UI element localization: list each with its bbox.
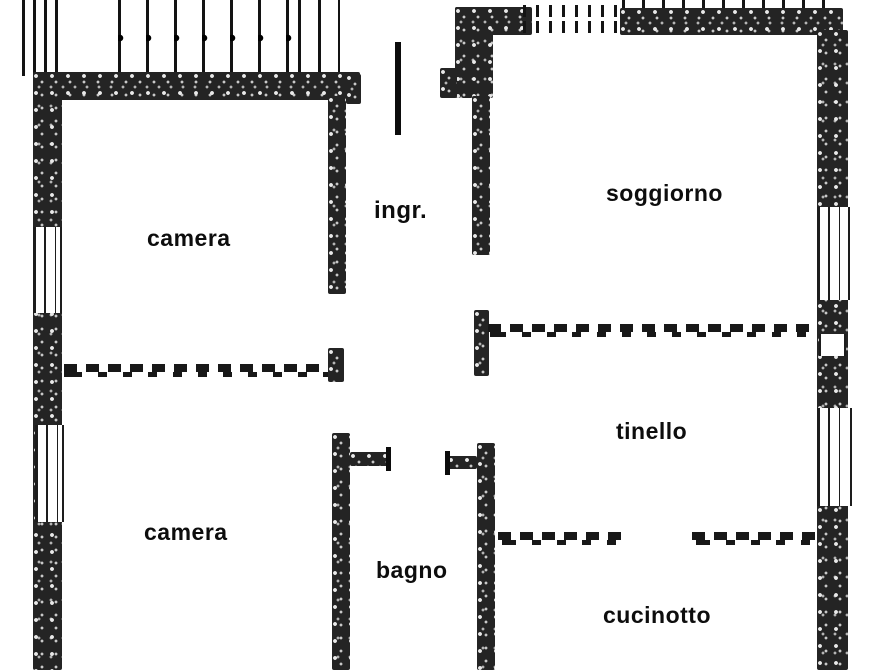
wall-bagno-right-stub <box>448 456 477 469</box>
wall-bagno-right-stub-cap <box>445 451 450 475</box>
wall-top-left <box>33 72 360 100</box>
window-symbol-left-lower <box>35 425 64 522</box>
partition-camera-divider <box>64 364 348 379</box>
wall-top-left-end-cap <box>346 74 361 104</box>
room-label-tinello: tinello <box>616 418 688 444</box>
wall-bagno-right <box>477 443 495 670</box>
wall-camera-right <box>328 96 346 294</box>
partition-cucinotto-left <box>498 532 628 546</box>
wall-soggiorno-left-piece <box>474 310 489 376</box>
room-label-cucinotto: cucinotto <box>603 602 711 628</box>
french-window-symbol-top-row2 <box>523 21 621 33</box>
wall-soggiorno-left-mid <box>472 96 490 255</box>
balcony-baluster-dots <box>118 30 292 46</box>
room-label-soggiorno: soggiorno <box>606 180 723 206</box>
window-symbol-right-lower <box>817 408 852 506</box>
room-label-bagno: bagno <box>376 557 448 583</box>
wall-junction-piece <box>328 348 344 382</box>
french-window-symbol-top-row1 <box>523 5 621 17</box>
wall-soggiorno-left-upper <box>455 7 493 98</box>
balcony-railing-left <box>22 0 66 76</box>
partition-soggiorno-tinello <box>488 324 820 339</box>
partition-cucinotto-right <box>692 532 822 546</box>
wall-opening-right <box>819 334 846 356</box>
wall-soggiorno-left-stub <box>440 68 457 98</box>
wall-bagno-left-stub <box>350 452 390 466</box>
room-label-camera-top: camera <box>147 225 231 251</box>
balcony-railing-right <box>298 0 340 76</box>
wall-left-exterior <box>33 72 62 670</box>
room-label-ingresso: ingr. <box>374 197 428 224</box>
entrance-door-mark <box>395 42 401 135</box>
window-symbol-right-upper <box>817 207 850 300</box>
wall-bagno-left-stub-cap <box>386 447 391 471</box>
balcony-ticks-top-right <box>622 0 835 9</box>
wall-bagno-left <box>332 433 350 670</box>
room-label-camera-bottom: camera <box>144 519 228 545</box>
window-symbol-left-upper <box>33 227 62 313</box>
wall-top-soggiorno-right <box>620 8 843 35</box>
